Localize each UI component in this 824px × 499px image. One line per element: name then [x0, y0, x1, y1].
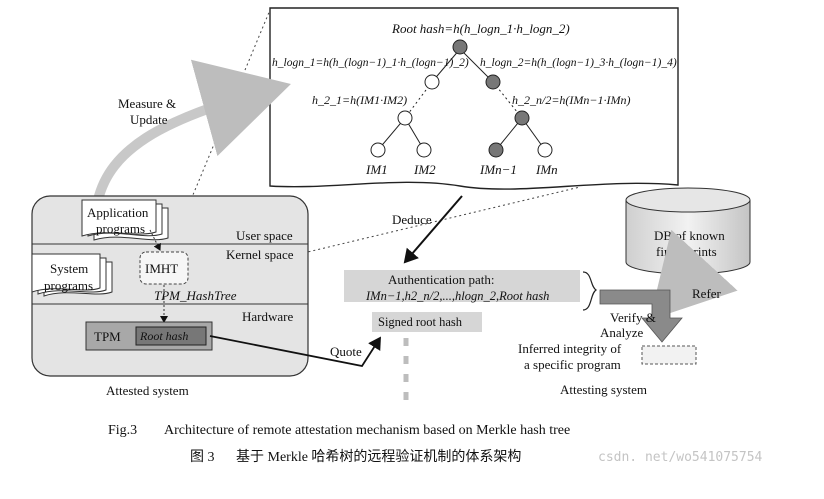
inferred-integrity-label-1: Inferred integrity of [518, 341, 622, 356]
inferred-integrity-label-2: a specific program [524, 357, 621, 372]
verify-analyze-arrow [599, 289, 683, 343]
measure-update-label-2: Update [130, 112, 168, 127]
zoom-line-lower [181, 186, 581, 283]
leaf-label-im1: IM1 [365, 162, 388, 177]
root-hash-box-label: Root hash [139, 329, 188, 343]
left-low-node [397, 110, 413, 126]
right-low-label: h_2_n/2=h(IMn−1·IMn) [512, 93, 631, 107]
caption-zh-fig: 图 3 [190, 450, 215, 465]
measure-update-arrow [93, 59, 291, 202]
deduce-label: Deduce [392, 212, 432, 227]
verify-label-2: Analyze [600, 325, 644, 340]
system-programs-label-1: System [50, 261, 88, 276]
caption-en-text: Architecture of remote attestation mecha… [164, 423, 570, 438]
leaf-node-im1 [370, 142, 386, 158]
root-hash-box [135, 326, 207, 346]
tpm-hashtree-label: TPM_HashTree [154, 288, 237, 303]
imht-box [139, 251, 189, 285]
signed-root-hash-box [372, 312, 482, 332]
imht-label: IMHT [145, 261, 178, 276]
authentication-path-value: IMn−1,h2_n/2,...,hlogn_2,Root hash [365, 289, 549, 303]
right-low-node [514, 110, 530, 126]
db-label-2: fingerprints [656, 244, 717, 259]
caption-zh-text: 基于 Merkle 哈希树的远程验证机制的体系架构 [236, 448, 521, 465]
quote-label: Quote [330, 344, 362, 359]
db-label-1: DB of known [654, 228, 725, 243]
root-hash-label: Root hash=h(h_logn_1·h_logn_2) [391, 21, 570, 36]
refer-arrow [649, 229, 738, 320]
caption-en-fig: Fig.3 [108, 423, 137, 438]
application-programs-label-1: Application [87, 205, 149, 220]
attested-system-title: Attested system [106, 383, 189, 398]
left-mid-label: h_logn_1=h(h_(logn−1)_1·h_(logn−1)_2) [272, 57, 469, 69]
refer-label: Refer [692, 286, 722, 301]
verify-label-1: Verify & [610, 310, 656, 325]
leaf-node-im2 [416, 142, 432, 158]
hardware-label: Hardware [242, 309, 293, 324]
tpm-label: TPM [94, 329, 121, 344]
authentication-path-title: Authentication path: [388, 272, 495, 287]
root-hash-node [452, 39, 468, 55]
watermark-text: csdn. net/wo541075754 [598, 450, 763, 465]
application-programs-icon [81, 199, 169, 241]
measure-update-label-1: Measure & [118, 96, 176, 111]
system-programs-icon [31, 253, 113, 297]
kernel-space-label: Kernel space [226, 247, 294, 262]
merkle-tree-panel [269, 7, 679, 190]
leaf-node-imn-1 [488, 142, 504, 158]
deduce-arrow [403, 195, 463, 264]
system-programs-label-2: programs [44, 278, 93, 293]
attesting-system-title: Attesting system [560, 382, 647, 397]
signed-root-hash-label: Signed root hash [378, 315, 463, 329]
leaf-label-im2: IM2 [413, 162, 436, 177]
application-programs-label-2: programs [96, 221, 145, 236]
leaf-label-imn: IMn [535, 162, 558, 177]
right-mid-label: h_logn_2=h(h_(logn−1)_3·h_(logn−1)_4) [480, 57, 677, 69]
authentication-path-box [344, 270, 580, 302]
leaf-label-imn-1: IMn−1 [479, 162, 517, 177]
inferred-integrity-box [641, 345, 697, 365]
left-mid-node [424, 74, 440, 90]
right-mid-node [485, 74, 501, 90]
user-space-label: User space [236, 228, 293, 243]
quote-arrow [209, 335, 381, 368]
left-low-label: h_2_1=h(IM1·IM2) [312, 93, 407, 107]
brace [582, 271, 598, 311]
leaf-node-imn [537, 142, 553, 158]
